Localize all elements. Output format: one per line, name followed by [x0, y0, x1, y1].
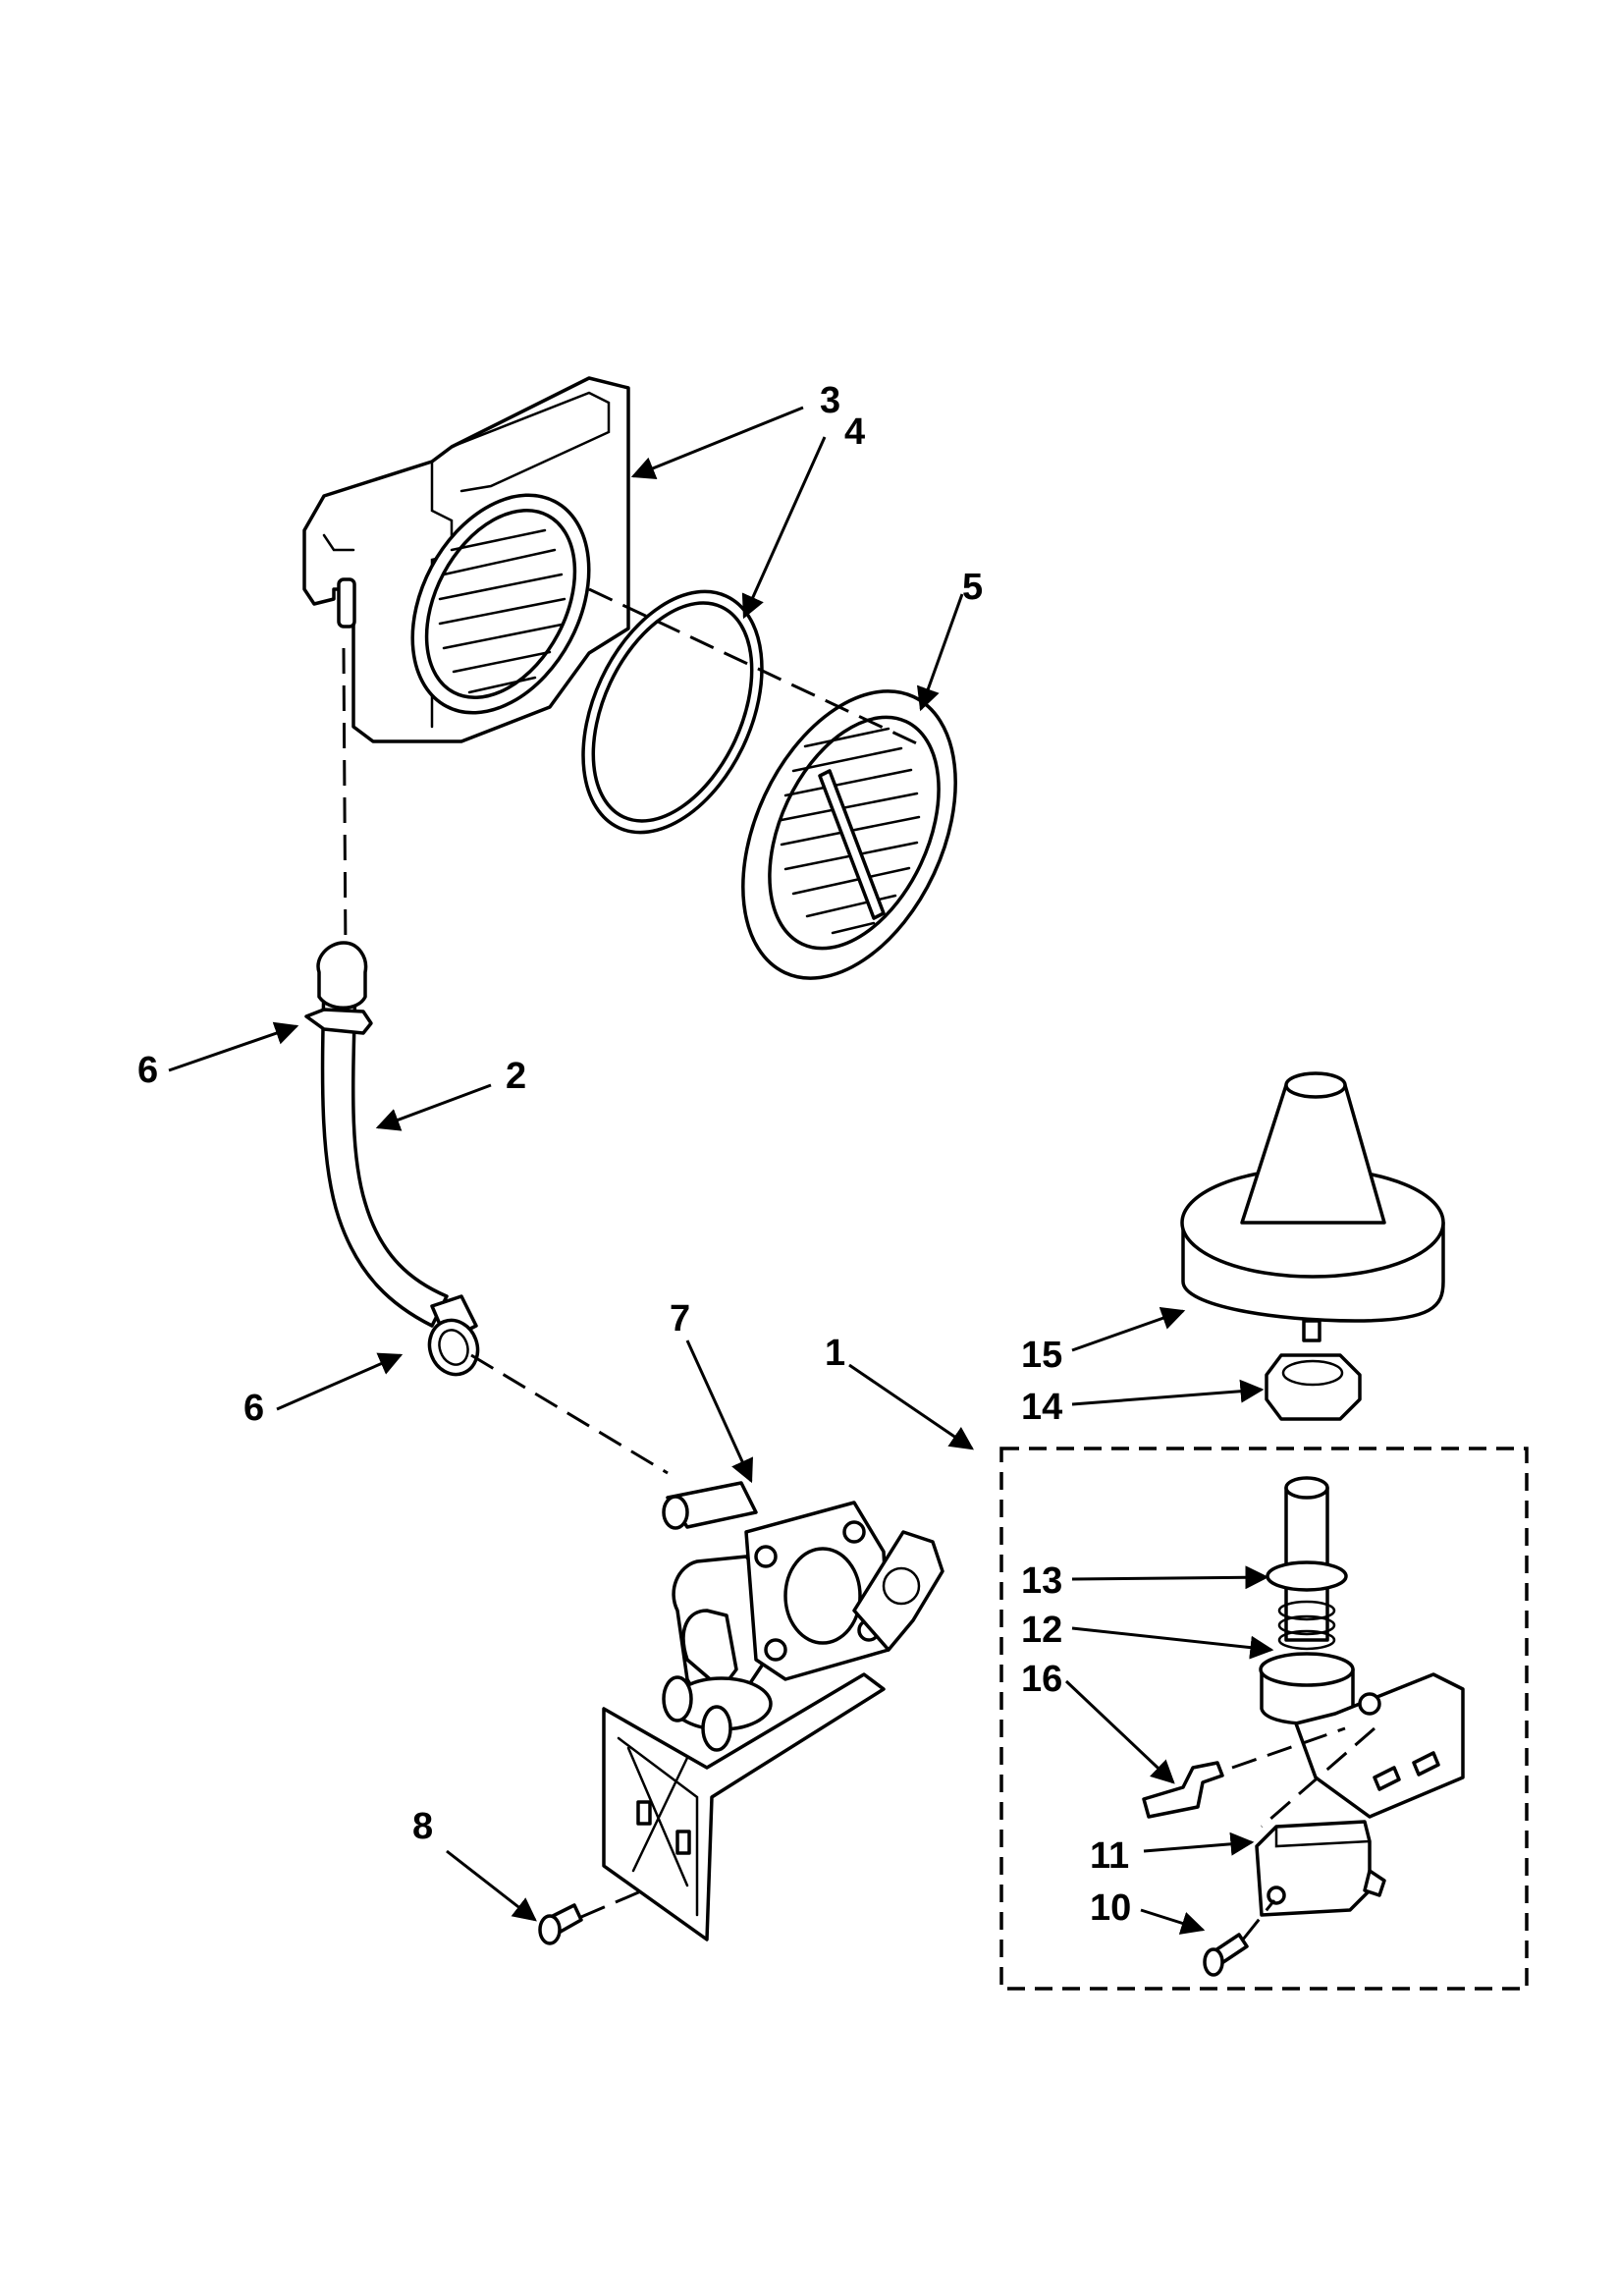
callout-3: 3 [820, 380, 840, 421]
drain-hose [304, 941, 480, 1377]
callout-14: 14 [1021, 1387, 1062, 1428]
micro-switch [1255, 1820, 1386, 1917]
callout-6b: 6 [243, 1388, 264, 1429]
screw-10 [1203, 1933, 1249, 1977]
callout-13: 13 [1021, 1560, 1062, 1602]
callout-1: 1 [825, 1333, 845, 1374]
switch-assembly [1142, 1476, 1465, 1819]
callout-16: 16 [1021, 1659, 1062, 1700]
callout-15: 15 [1021, 1335, 1062, 1376]
callout-8: 8 [412, 1806, 433, 1847]
gasket-ring [581, 589, 764, 835]
callout-10: 10 [1090, 1887, 1131, 1929]
leader-lines [168, 406, 1274, 1935]
screw-8 [538, 1903, 583, 1945]
water-valve [602, 1481, 944, 1941]
assembly-box [999, 1447, 1529, 1991]
callout-7: 7 [670, 1298, 690, 1339]
nut [1265, 1353, 1362, 1421]
filter-housing [302, 376, 630, 743]
callout-6a: 6 [137, 1050, 158, 1091]
callout-12: 12 [1021, 1610, 1062, 1651]
callout-11: 11 [1090, 1835, 1129, 1877]
callout-2: 2 [506, 1056, 526, 1097]
callout-labels: 3 4 5 2 6 6 7 8 1 15 14 13 12 16 11 10 [137, 380, 1131, 1929]
callout-4: 4 [844, 411, 865, 453]
filter-screen-cover [741, 689, 957, 980]
float [1180, 1071, 1445, 1342]
callout-5: 5 [962, 567, 983, 608]
